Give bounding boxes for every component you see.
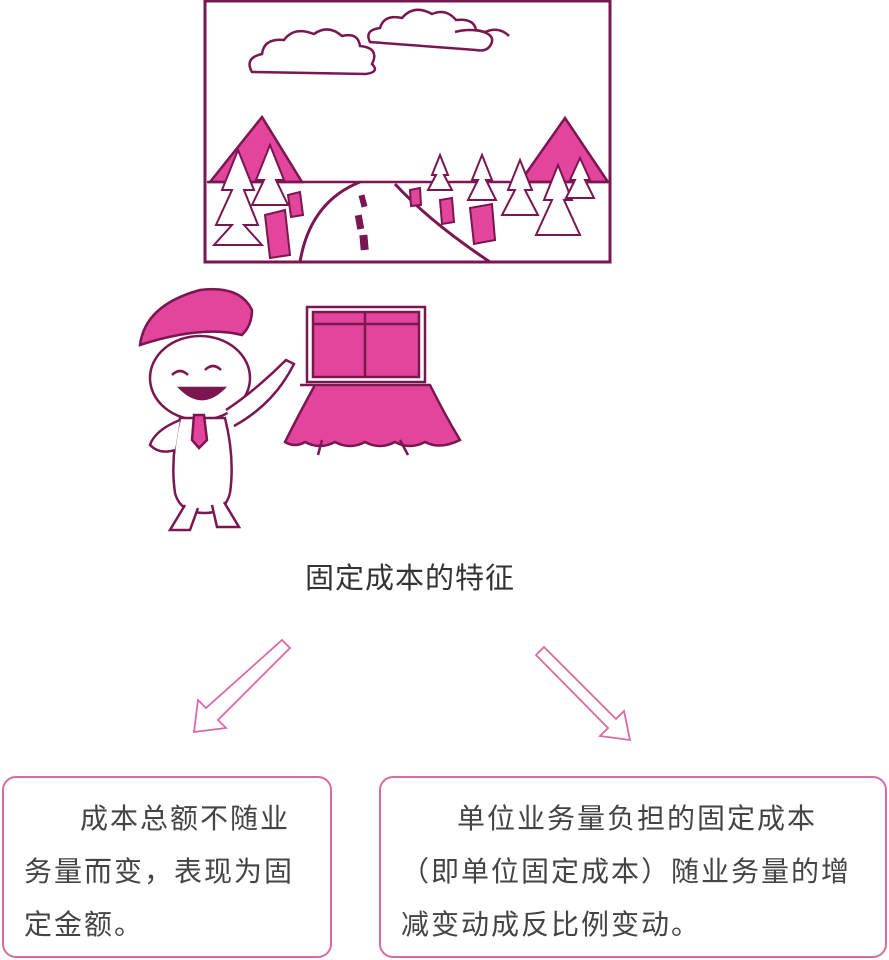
hat-icon <box>138 287 254 347</box>
diagram-title: 固定成本的特征 <box>304 561 515 595</box>
arm <box>225 358 296 428</box>
road <box>298 180 491 264</box>
arrow-down-left-icon <box>192 638 292 734</box>
pillar-icon <box>263 186 497 260</box>
landscape-picture <box>203 0 612 264</box>
cloud-icon <box>248 8 510 76</box>
right-text-box: 单位业务量负担的固定成本（即单位固定成本）随业务量的增减变动成反比例变动。 <box>379 776 887 958</box>
cartoon-character <box>138 287 296 532</box>
easel-board <box>283 305 462 456</box>
right-box-text: 单位业务量负担的固定成本（即单位固定成本）随业务量的增减变动成反比例变动。 <box>401 802 852 941</box>
tie-icon <box>190 413 209 450</box>
arrow-down-right-icon <box>534 645 632 742</box>
tree-icon <box>211 142 596 246</box>
legs <box>167 501 242 532</box>
road-markings <box>354 194 369 251</box>
body <box>172 416 233 515</box>
left-box-text: 成本总额不随业务量而变，表现为固定金额。 <box>24 802 295 941</box>
left-text-box: 成本总额不随业务量而变，表现为固定金额。 <box>2 776 332 958</box>
